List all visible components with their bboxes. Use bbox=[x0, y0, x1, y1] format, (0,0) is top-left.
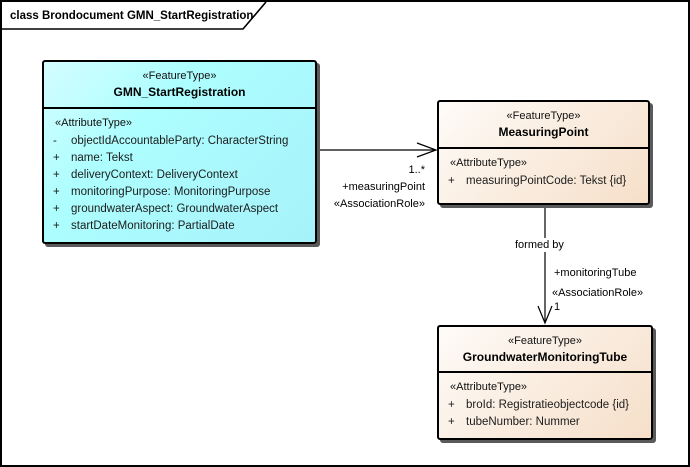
class-groundwatermonitoringtube[interactable]: «FeatureType» GroundwaterMonitoringTube … bbox=[437, 325, 653, 440]
attribute-text: tubeNumber: Nummer bbox=[466, 416, 580, 428]
association-name-label[interactable]: formed by bbox=[514, 238, 565, 252]
class-gmn-startregistration[interactable]: «FeatureType» GMN_StartRegistration «Att… bbox=[42, 60, 317, 244]
attributes-stereotype: «AttributeType» bbox=[450, 157, 528, 169]
attribute-text: deliveryContext: DeliveryContext bbox=[71, 169, 238, 181]
association-measuring-point[interactable] bbox=[317, 142, 438, 158]
attribute-row: - objectIdAccountableParty: CharacterStr… bbox=[53, 133, 311, 150]
attribute-text: groundwaterAspect: GroundwaterAspect bbox=[71, 203, 279, 215]
attribute-row: + monitoringPurpose: MonitoringPurpose bbox=[53, 184, 311, 201]
attribute-text: broId: Registratieobjectcode {id} bbox=[466, 399, 630, 411]
target-multiplicity-label[interactable]: 1 bbox=[553, 300, 562, 314]
visibility-symbol: + bbox=[53, 220, 60, 232]
attribute-text: monitoringPurpose: MonitoringPurpose bbox=[71, 186, 271, 198]
visibility-symbol: + bbox=[53, 152, 60, 164]
attributes-compartment: «AttributeType» - objectIdAccountablePar… bbox=[44, 109, 315, 235]
visibility-symbol: + bbox=[448, 175, 455, 187]
attributes-stereotype: «AttributeType» bbox=[450, 381, 528, 393]
attribute-text: measuringPointCode: Tekst {id} bbox=[466, 175, 627, 187]
attribute-row: + deliveryContext: DeliveryContext bbox=[53, 167, 311, 184]
class-stereotype: «FeatureType» bbox=[506, 110, 581, 122]
open-arrowhead-icon bbox=[537, 305, 553, 325]
visibility-symbol: + bbox=[448, 416, 455, 428]
frame-title: class Brondocument GMN_StartRegistration bbox=[10, 9, 254, 22]
attribute-row: + measuringPointCode: Tekst {id} bbox=[448, 173, 644, 190]
class-name: GroundwaterMonitoringTube bbox=[462, 349, 628, 364]
attributes-compartment: «AttributeType» + broId: Registratieobje… bbox=[439, 373, 651, 431]
open-arrowhead-icon bbox=[416, 142, 438, 158]
class-measuringpoint[interactable]: «FeatureType» MeasuringPoint «AttributeT… bbox=[437, 100, 650, 205]
class-stereotype: «FeatureType» bbox=[508, 334, 582, 347]
target-multiplicity-label[interactable]: 1..* bbox=[407, 163, 426, 177]
class-stereotype: «FeatureType» bbox=[142, 70, 217, 82]
attribute-row: + groundwaterAspect: GroundwaterAspect bbox=[53, 201, 311, 218]
visibility-symbol: + bbox=[53, 203, 60, 215]
visibility-symbol: + bbox=[53, 186, 60, 198]
class-name: GMN_StartRegistration bbox=[113, 85, 246, 99]
attributes-stereotype: «AttributeType» bbox=[55, 117, 133, 129]
target-role-label[interactable]: +monitoringTube bbox=[553, 266, 638, 280]
association-monitoring-tube[interactable] bbox=[537, 207, 553, 325]
visibility-symbol: + bbox=[53, 169, 60, 181]
attribute-row: + tubeNumber: Nummer bbox=[448, 414, 647, 431]
attributes-compartment: «AttributeType» + measuringPointCode: Te… bbox=[439, 149, 648, 190]
attribute-text: startDateMonitoring: PartialDate bbox=[71, 220, 235, 232]
attribute-row: + name: Tekst bbox=[53, 150, 311, 167]
association-stereotype-label[interactable]: «AssociationRole» bbox=[551, 286, 645, 300]
class-name: MeasuringPoint bbox=[498, 125, 589, 139]
target-role-label[interactable]: +measuringPoint bbox=[341, 180, 426, 194]
attribute-row: + startDateMonitoring: PartialDate bbox=[53, 218, 311, 235]
attribute-row: + broId: Registratieobjectcode {id} bbox=[448, 397, 647, 414]
frame-tab: class Brondocument GMN_StartRegistration bbox=[2, 2, 289, 29]
attribute-text: name: Tekst bbox=[71, 152, 133, 164]
attribute-text: objectIdAccountableParty: CharacterStrin… bbox=[71, 135, 289, 147]
visibility-symbol: - bbox=[53, 135, 57, 147]
visibility-symbol: + bbox=[448, 399, 455, 411]
association-stereotype-label[interactable]: «AssociationRole» bbox=[332, 197, 426, 211]
